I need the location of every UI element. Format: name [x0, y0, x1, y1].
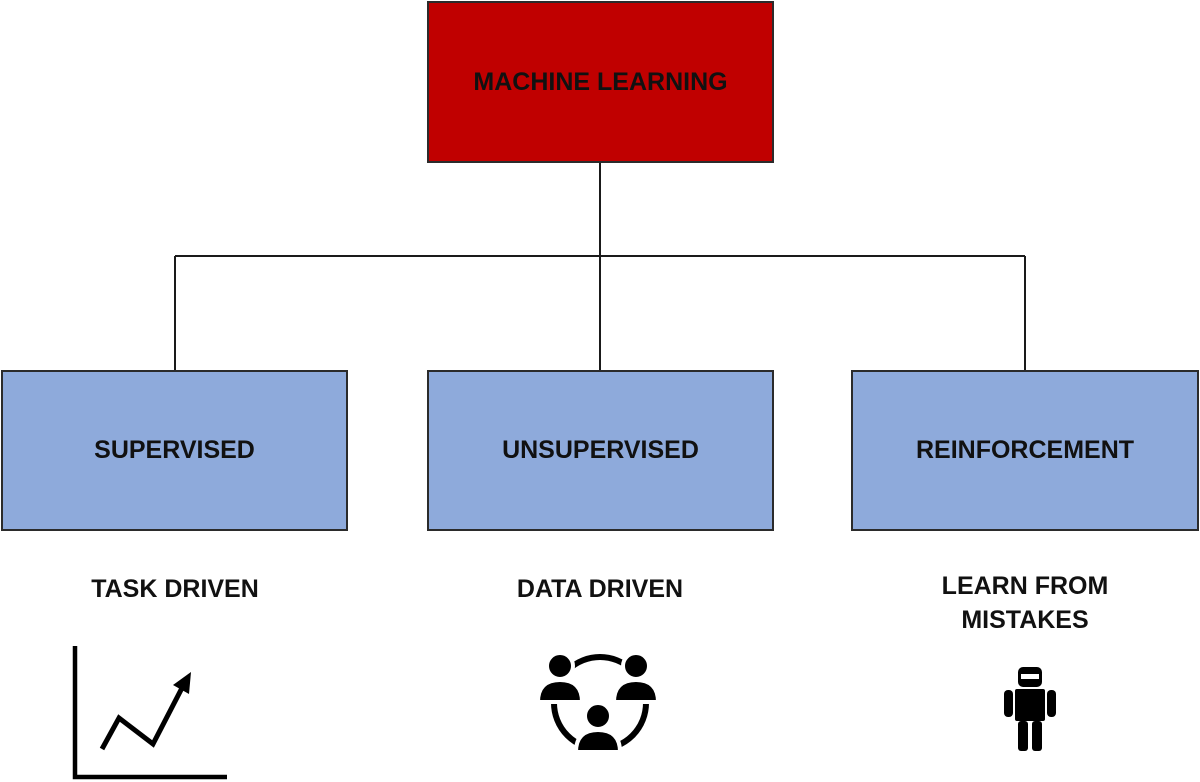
reinforcement-label: REINFORCEMENT: [915, 436, 1135, 464]
supervised-node: SUPERVISED: [1, 370, 348, 531]
unsupervised-node: UNSUPERVISED: [427, 370, 774, 531]
supervised-label: SUPERVISED: [94, 436, 255, 464]
machine-learning-label: MACHINE LEARNING: [473, 67, 728, 96]
unsupervised-caption: DATA DRIVEN: [516, 575, 684, 603]
trend-chart-icon: [72, 646, 227, 780]
supervised-caption: TASK DRIVEN: [91, 575, 259, 603]
reinforcement-node: REINFORCEMENT: [851, 370, 1199, 531]
robot-icon: [1004, 667, 1056, 751]
machine-learning-node: MACHINE LEARNING: [427, 1, 774, 163]
people-network-icon: [535, 651, 661, 754]
reinforcement-caption: LEARN FROM MISTAKES: [941, 572, 1109, 634]
unsupervised-label: UNSUPERVISED: [502, 436, 699, 464]
